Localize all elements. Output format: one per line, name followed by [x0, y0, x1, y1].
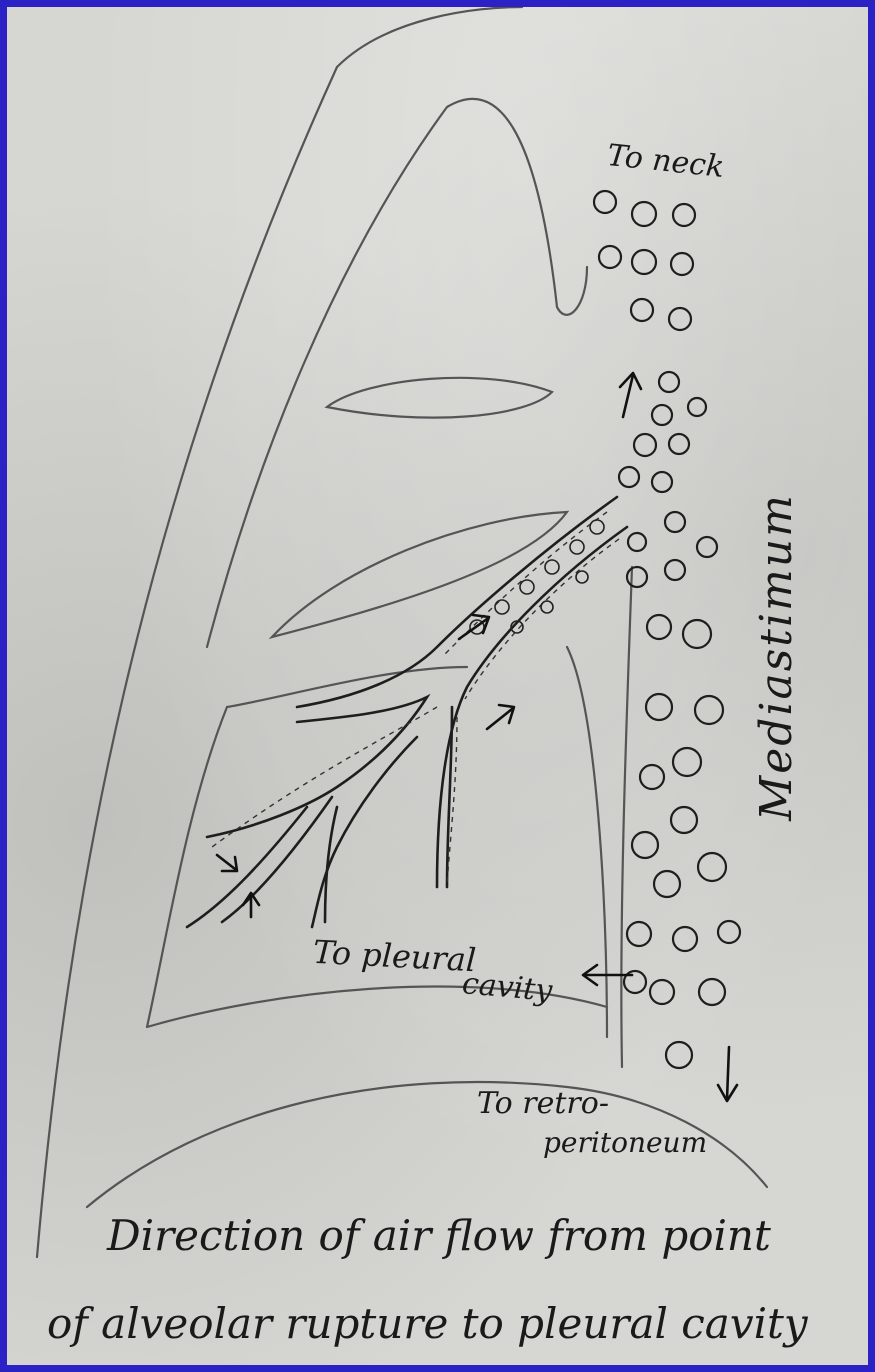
mediastinal-bubble — [665, 512, 685, 532]
sheath-bubble — [520, 580, 534, 594]
bronchus-main-lower — [437, 527, 627, 887]
mediastinal-bubble — [650, 980, 674, 1004]
bronchus-branch-3 — [187, 797, 332, 927]
sheath-bubble — [590, 520, 604, 534]
lung-airflow-sketch — [7, 7, 868, 1365]
label-mediastinum: Mediastimum — [755, 493, 799, 821]
upper-fissure — [327, 378, 552, 418]
mediastinal-bubble — [632, 202, 656, 226]
mediastinal-bubble — [632, 832, 658, 858]
mediastinal-bubble — [669, 434, 689, 454]
bronchus-branch-5 — [325, 807, 337, 922]
arrow-up-neck-icon — [620, 373, 641, 417]
sheath-bubble — [495, 600, 509, 614]
bronchus-main-upper — [297, 497, 617, 707]
label-to-retro: To retro- — [477, 1089, 609, 1119]
mediastinal-bubble — [671, 807, 697, 833]
mediastinal-bubble — [647, 615, 671, 639]
arrow-upper-bronchus-icon — [459, 615, 489, 639]
sheath-bubble — [545, 560, 559, 574]
label-peritoneum: peritoneum — [543, 1129, 707, 1157]
caption-line-2: of alveolar rupture to pleural cavity — [47, 1303, 808, 1345]
mediastinal-bubble — [654, 871, 680, 897]
caption-line-1: Direction of air flow from point — [107, 1215, 771, 1257]
label-to-pleural: To pleural — [312, 936, 477, 976]
chest-wall-outline — [37, 7, 522, 1257]
mediastinal-bubble — [631, 299, 653, 321]
mediastinal-bubble — [666, 1042, 692, 1068]
mediastinal-bubble — [628, 533, 646, 551]
mediastinal-bubble — [688, 398, 706, 416]
diagram-frame: To neck To pleural cavity To retro- peri… — [7, 7, 868, 1365]
mediastinal-bubble — [718, 921, 740, 943]
mediastinal-bubble — [632, 250, 656, 274]
sheath-bubble — [541, 601, 553, 613]
sheath-bubble — [576, 571, 588, 583]
mediastinal-bubble — [683, 620, 711, 648]
mediastinal-bubble — [669, 308, 691, 330]
mediastinal-bubble — [695, 696, 723, 724]
mediastinal-bubble — [652, 405, 672, 425]
mediastinal-bubble — [627, 922, 651, 946]
mediastinal-bubble — [698, 853, 726, 881]
mediastinal-bubble — [671, 253, 693, 275]
mediastinal-bubble — [594, 191, 616, 213]
mediastinal-bubble — [619, 467, 639, 487]
mediastinal-bubble — [665, 560, 685, 580]
label-cavity: cavity — [461, 969, 554, 1007]
mediastinal-bubble — [634, 434, 656, 456]
mediastinal-bubble — [640, 765, 664, 789]
mediastinal-bubble — [673, 204, 695, 226]
mediastinal-bubble — [699, 979, 725, 1005]
sheath-bubble — [570, 540, 584, 554]
mediastinal-bubble — [673, 748, 701, 776]
mediastinal-bubble — [646, 694, 672, 720]
arrow-lower-bronchus-icon — [487, 705, 514, 729]
mediastinal-bubble — [652, 472, 672, 492]
mediastinal-bubble — [627, 567, 647, 587]
mediastinal-bubble — [673, 927, 697, 951]
bronchial-sheath-1 — [442, 512, 607, 657]
mediastinal-bubble — [659, 372, 679, 392]
mediastinal-bubble — [599, 246, 621, 268]
mediastinal-bubble — [697, 537, 717, 557]
arrow-down-retro-icon — [718, 1047, 737, 1101]
